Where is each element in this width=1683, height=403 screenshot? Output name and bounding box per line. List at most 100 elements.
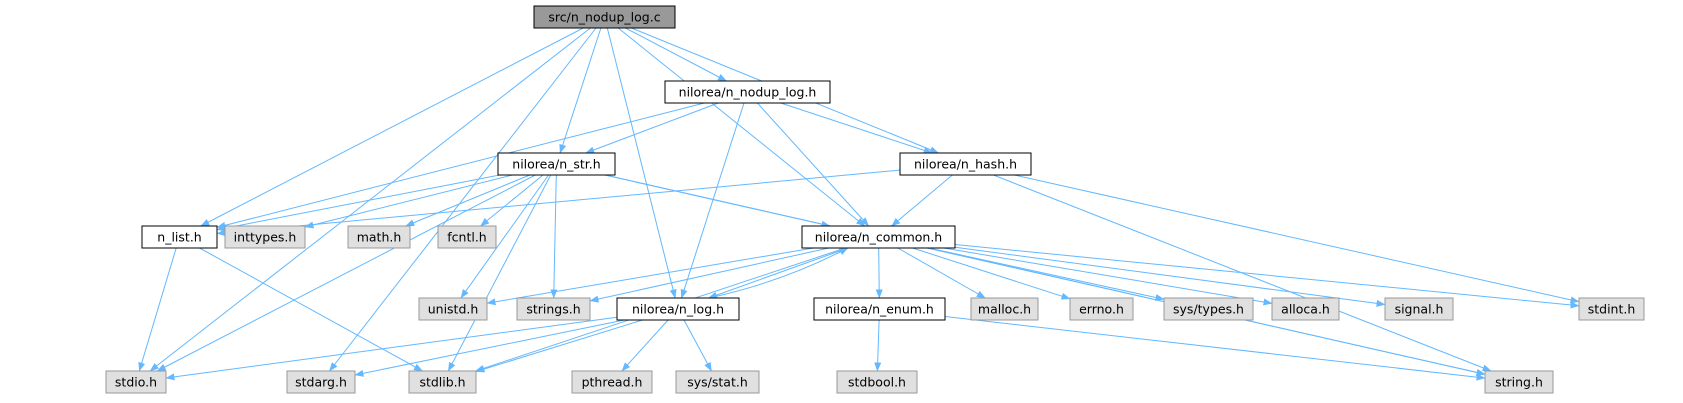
node-box xyxy=(1163,297,1254,321)
node-n-str-h[interactable]: nilorea/n_str.h xyxy=(497,152,616,176)
edge-n_log_h-to-sys_stat_h xyxy=(683,319,712,372)
edge-n_hash_h-to-n_common_h xyxy=(891,174,953,227)
edge-root-to-nodup_log_h xyxy=(625,27,727,82)
edge-n_str_h-to-stdio_h xyxy=(156,174,536,372)
nodes-layer: src/n_nodup_log.c nilorea/n_nodup_log.hni… xyxy=(105,5,1645,394)
node-n-hash-h[interactable]: nilorea/n_hash.h xyxy=(899,152,1032,176)
edge-n_str_h-to-n_list_h xyxy=(216,174,500,232)
node-box xyxy=(970,297,1039,321)
node-label: strings.h xyxy=(526,302,580,317)
edge-nodup_log_h-to-n_hash_h xyxy=(780,102,933,154)
node-alloca-h: alloca.h xyxy=(1271,297,1340,321)
node-label: nilorea/n_common.h xyxy=(815,230,942,245)
node-box xyxy=(813,297,946,321)
node-label: nilorea/n_enum.h xyxy=(825,302,934,317)
node-label: signal.h xyxy=(1395,302,1444,317)
node-label: sys/stat.h xyxy=(687,375,748,390)
node-math-h: math.h xyxy=(347,225,411,249)
node-n-common-h[interactable]: nilorea/n_common.h xyxy=(801,225,956,249)
edge-n_str_h-to-fcntl_h xyxy=(480,174,544,227)
edge-nodup_log_h-to-n_list_h xyxy=(216,102,705,229)
edge-n_common_h-to-stdint_h xyxy=(954,244,1580,309)
node-signal-h: signal.h xyxy=(1384,297,1454,321)
node-label: src/n_nodup_log.c xyxy=(548,10,660,25)
node-label: stdint.h xyxy=(1588,302,1636,317)
node-box xyxy=(533,5,676,29)
edge-n_log_h-to-stdio_h xyxy=(165,316,618,381)
node-label: string.h xyxy=(1495,375,1543,390)
edge-n_str_h-to-stdlib_h xyxy=(447,174,552,372)
edge-n_str_h-to-strings_h xyxy=(550,174,558,299)
node-box xyxy=(1384,297,1454,321)
node-box xyxy=(286,370,356,394)
node-box xyxy=(1069,297,1134,321)
node-strings-h: strings.h xyxy=(516,297,591,321)
node-label: stdio.h xyxy=(115,375,157,390)
edge-n_log_h-to-n_common_h xyxy=(708,247,849,299)
edge-n_common_h-to-sys_types_h xyxy=(928,247,1165,301)
edge-root-to-n_list_h xyxy=(200,27,584,227)
node-label: errno.h xyxy=(1079,302,1124,317)
node-box xyxy=(516,297,591,321)
node-sys-stat-h: sys/stat.h xyxy=(675,370,760,394)
node-unistd-h: unistd.h xyxy=(418,297,488,321)
edge-n_common_h-to-signal_h xyxy=(954,246,1386,307)
edge-root-to-stdarg_h xyxy=(329,27,597,372)
node-box xyxy=(675,370,760,394)
node-n-enum-h[interactable]: nilorea/n_enum.h xyxy=(813,297,946,321)
edge-nodup_log_h-to-n_log_h xyxy=(680,102,745,299)
node-box xyxy=(141,225,218,249)
edge-n_list_h-to-stdio_h xyxy=(138,247,177,372)
node-label: nilorea/n_str.h xyxy=(512,157,600,172)
edge-n_log_h-to-stdarg_h xyxy=(354,319,625,377)
node-sys-types-h: sys/types.h xyxy=(1163,297,1254,321)
edge-n_enum_h-to-string_h xyxy=(944,316,1486,381)
node-box xyxy=(616,297,740,321)
edge-root-to-n_log_h xyxy=(606,27,677,299)
node-n-log-h[interactable]: nilorea/n_log.h xyxy=(616,297,740,321)
node-stdint-h: stdint.h xyxy=(1578,297,1645,321)
edge-n_log_h-to-pthread_h xyxy=(621,319,669,372)
edge-n_enum_h-to-stdbool_h xyxy=(874,319,882,372)
node-label: n_list.h xyxy=(157,230,201,245)
node-box xyxy=(105,370,167,394)
node-label: nilorea/n_log.h xyxy=(632,302,724,317)
node-label: alloca.h xyxy=(1281,302,1330,317)
node-box xyxy=(497,152,616,176)
node-label: pthread.h xyxy=(582,375,643,390)
node-malloc-h: malloc.h xyxy=(970,297,1039,321)
edge-root-to-n_common_h xyxy=(617,27,866,227)
node-string-h: string.h xyxy=(1484,370,1554,394)
edge-n_str_h-to-inttypes_h xyxy=(304,174,513,229)
node-stdlib-h: stdlib.h xyxy=(408,370,477,394)
node-box xyxy=(224,225,306,249)
edge-n_hash_h-to-stdint_h xyxy=(1014,174,1580,304)
node-box xyxy=(437,225,497,249)
node-box xyxy=(1271,297,1340,321)
node-pthread-h: pthread.h xyxy=(571,370,653,394)
node-stdio-h: stdio.h xyxy=(105,370,167,394)
node-box xyxy=(347,225,411,249)
node-label: stdlib.h xyxy=(419,375,465,390)
edge-root-to-stdio_h xyxy=(149,27,591,372)
node-n-list-h[interactable]: n_list.h xyxy=(141,225,218,249)
edge-nodup_log_h-to-n_str_h xyxy=(585,102,719,154)
edge-n_common_h-to-malloc_h xyxy=(897,247,986,299)
edge-n_str_h-to-math_h xyxy=(405,174,530,227)
node-label: inttypes.h xyxy=(234,230,297,245)
node-fcntl-h: fcntl.h xyxy=(437,225,497,249)
node-box xyxy=(1578,297,1645,321)
node-label: math.h xyxy=(357,230,402,245)
edge-n_common_h-to-errno_h xyxy=(912,247,1071,300)
edge-n_common_h-to-n_enum_h xyxy=(875,247,883,299)
edges-layer xyxy=(138,27,1580,381)
node-root[interactable]: src/n_nodup_log.c xyxy=(533,5,676,29)
edge-n_str_h-to-unistd_h xyxy=(460,174,550,299)
edge-n_hash_h-to-n_list_h xyxy=(216,169,901,237)
node-box xyxy=(1484,370,1554,394)
edge-n_common_h-to-n_log_h xyxy=(708,247,849,299)
edge-n_common_h-to-strings_h xyxy=(589,247,829,303)
node-label: malloc.h xyxy=(978,302,1031,317)
node-nodup-log-h[interactable]: nilorea/n_nodup_log.h xyxy=(664,80,831,104)
node-box xyxy=(408,370,477,394)
